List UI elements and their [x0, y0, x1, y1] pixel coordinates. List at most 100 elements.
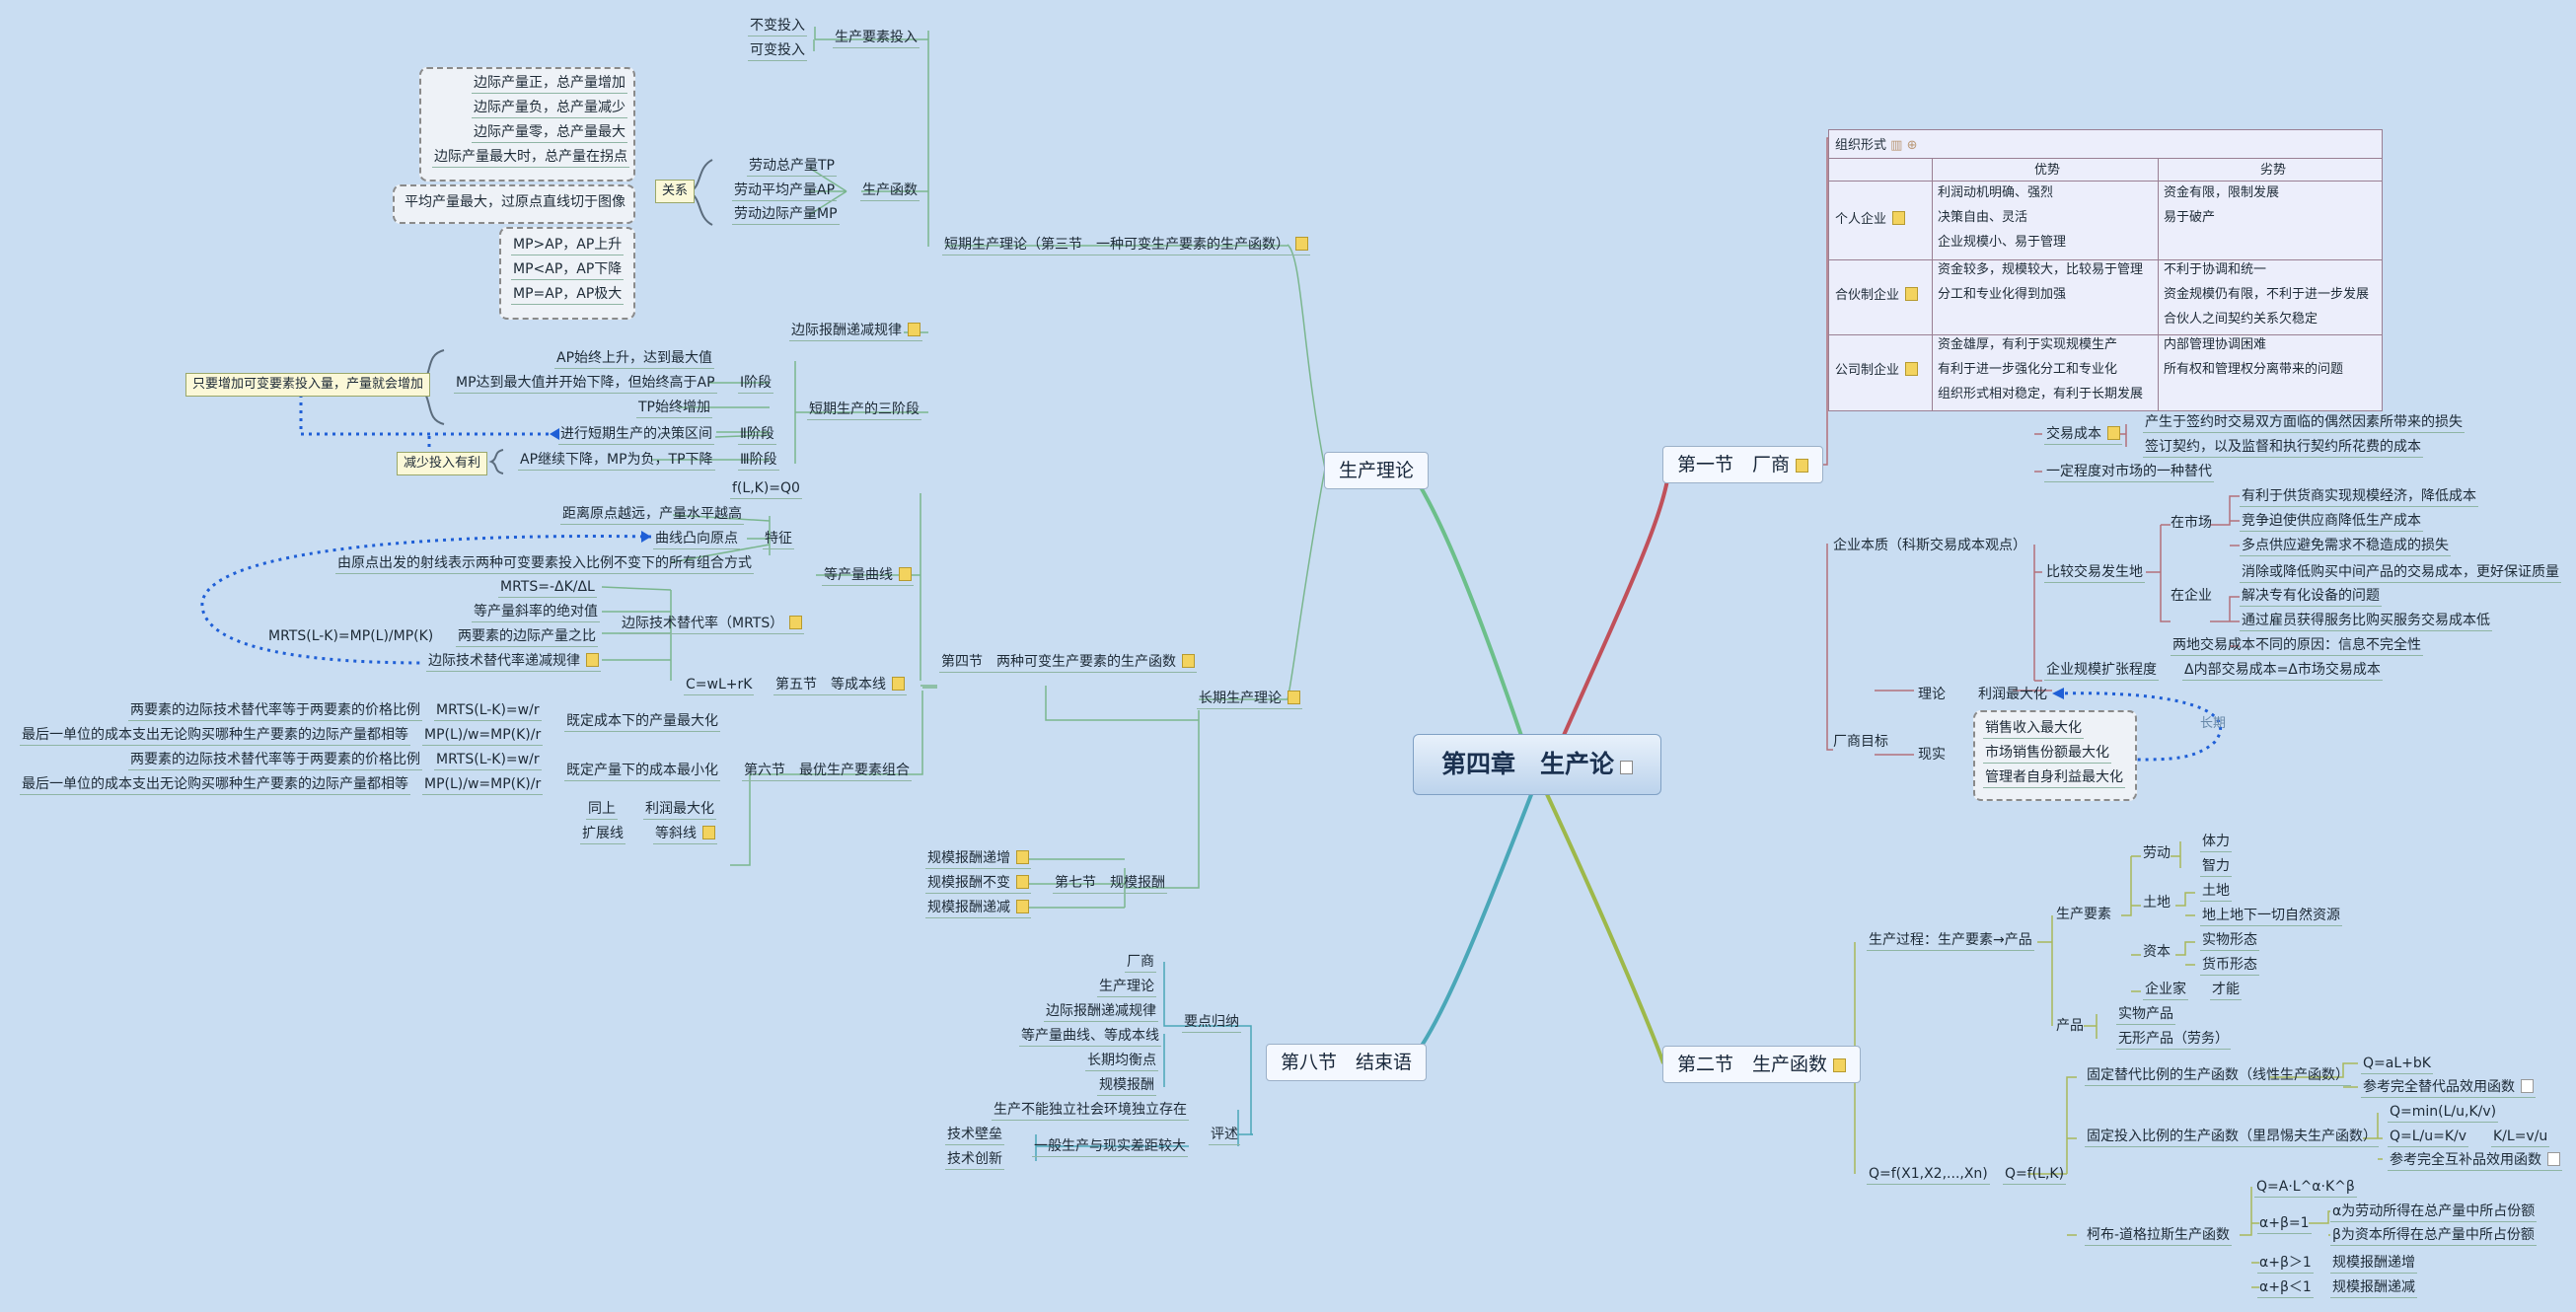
- node[interactable]: 同上: [586, 801, 618, 820]
- node[interactable]: TP始终增加: [636, 400, 712, 418]
- node[interactable]: 土地: [2143, 895, 2171, 911]
- node[interactable]: MP(L)/w=MP(K)/r: [422, 776, 544, 795]
- node[interactable]: 企业本质（科斯交易成本观点）: [1833, 538, 2026, 553]
- node[interactable]: 资本: [2143, 944, 2171, 960]
- node[interactable]: 劳动边际产量MP: [732, 206, 840, 225]
- node[interactable]: 地上地下一切自然资源: [2200, 908, 2342, 926]
- node[interactable]: β为资本所得在总产量中所占份额: [2330, 1227, 2537, 1246]
- node[interactable]: 距离原点越远，产量水平越高: [560, 506, 744, 525]
- node[interactable]: 技术壁垒: [945, 1127, 1004, 1145]
- node[interactable]: 交易成本: [2044, 426, 2122, 445]
- node[interactable]: 短期生产理论（第三节 一种可变生产要素的生产函数）: [942, 237, 1310, 255]
- node[interactable]: Ⅱ阶段: [738, 426, 776, 445]
- node[interactable]: 才能: [2210, 982, 2242, 1000]
- node[interactable]: 劳动平均产量AP: [732, 182, 838, 201]
- node[interactable]: 短期生产的三阶段: [807, 401, 921, 420]
- node[interactable]: AP始终上升，达到最大值: [554, 350, 715, 369]
- node[interactable]: 签订契约，以及监督和执行契约所花费的成本: [2143, 439, 2423, 458]
- node[interactable]: 产生于签约时交易双方面临的偶然因素所带来的损失: [2143, 414, 2465, 433]
- node[interactable]: 规模报酬递增: [925, 850, 1031, 869]
- node[interactable]: MRTS(L-K)=w/r: [434, 702, 542, 721]
- node[interactable]: 体力: [2200, 834, 2232, 852]
- node[interactable]: 生产理论: [1097, 979, 1156, 997]
- note-stage1[interactable]: 只要增加可变要素投入量，产量就会增加: [185, 373, 431, 397]
- node[interactable]: 规模报酬递减: [2330, 1279, 2417, 1298]
- node[interactable]: 边际产量最大时，总产量在拐点: [432, 149, 629, 168]
- node[interactable]: α+β＜1: [2257, 1279, 2314, 1298]
- node[interactable]: 比较交易发生地: [2044, 564, 2145, 583]
- node[interactable]: 实物产品: [2116, 1006, 2175, 1025]
- note-icon[interactable]: [1796, 459, 1809, 473]
- node[interactable]: 市场销售份额最大化: [1983, 745, 2111, 764]
- node[interactable]: 规模报酬不变: [925, 875, 1031, 894]
- node[interactable]: AP继续下降，MP为负，TP下降: [518, 452, 715, 471]
- node[interactable]: 通过雇员获得服务比购买服务交易成本低: [2240, 613, 2492, 631]
- node[interactable]: Q=L/u=K/v: [2388, 1129, 2469, 1147]
- node[interactable]: 规模报酬: [1097, 1077, 1156, 1096]
- node[interactable]: 技术创新: [945, 1151, 1004, 1170]
- node[interactable]: 等产量曲线、等成本线: [1019, 1028, 1161, 1047]
- node[interactable]: 厂商目标: [1833, 734, 1888, 750]
- node[interactable]: f(L,K)=Q0: [730, 480, 802, 499]
- node[interactable]: 第七节 规模报酬: [1053, 875, 1167, 894]
- node[interactable]: 最后一单位的成本支出无论购买哪种生产要素的边际产量都相等: [20, 727, 410, 746]
- node[interactable]: 生产函数: [860, 182, 920, 201]
- node[interactable]: 一般生产与现实差距较大: [1032, 1138, 1188, 1157]
- node[interactable]: Q=aL+bK: [2361, 1056, 2433, 1074]
- central-topic[interactable]: 第四章 生产论: [1413, 734, 1661, 795]
- node[interactable]: 要点归纳: [1182, 1014, 1241, 1033]
- node[interactable]: 生产要素: [2056, 907, 2111, 922]
- node[interactable]: 理论: [1918, 687, 1946, 702]
- node[interactable]: Δ内部交易成本=Δ市场交易成本: [2182, 662, 2383, 681]
- node[interactable]: 在市场: [2171, 515, 2212, 531]
- node[interactable]: 企业规模扩张程度: [2044, 662, 2159, 681]
- node[interactable]: 解决专有化设备的问题: [2240, 588, 2382, 607]
- node[interactable]: 特征: [763, 531, 794, 549]
- branch-section8[interactable]: 第八节 结束语: [1266, 1044, 1428, 1081]
- node[interactable]: 由原点出发的射线表示两种可变要素投入比例不变下的所有组合方式: [335, 555, 754, 574]
- node[interactable]: α+β=1: [2257, 1215, 2312, 1234]
- node[interactable]: 可变投入: [748, 42, 807, 61]
- node[interactable]: 第五节 等成本线: [773, 677, 907, 695]
- node[interactable]: 规模报酬递减: [925, 900, 1031, 918]
- node[interactable]: 两要素的边际技术替代率等于两要素的价格比例: [128, 752, 422, 770]
- node[interactable]: 销售收入最大化: [1983, 720, 2084, 739]
- note-stage3[interactable]: 减少投入有利: [397, 452, 488, 475]
- node[interactable]: 第六节 最优生产要素组合: [742, 763, 912, 781]
- branch-production-theory[interactable]: 生产理论: [1324, 452, 1430, 489]
- branch-section1[interactable]: 第一节 厂商: [1662, 446, 1824, 483]
- node[interactable]: MP>AP，AP上升: [511, 237, 625, 255]
- node[interactable]: 长期均衡点: [1085, 1053, 1158, 1071]
- node[interactable]: 厂商: [1125, 954, 1156, 973]
- node[interactable]: 第四节 两种可变生产要素的生产函数: [939, 654, 1197, 673]
- node[interactable]: 管理者自身利益最大化: [1983, 769, 2125, 788]
- node[interactable]: Q=f(L,K): [2003, 1166, 2067, 1185]
- node[interactable]: 最后一单位的成本支出无论购买哪种生产要素的边际产量都相等: [20, 776, 410, 795]
- node[interactable]: 等产量斜率的绝对值: [472, 604, 600, 622]
- node[interactable]: 规模报酬递增: [2330, 1255, 2417, 1274]
- node[interactable]: 长期生产理论: [1197, 691, 1302, 709]
- branch-section2[interactable]: 第二节 生产函数: [1662, 1046, 1862, 1083]
- node[interactable]: MRTS(L-K)=w/r: [434, 752, 542, 770]
- node[interactable]: α为劳动所得在总产量中所占份额: [2330, 1203, 2538, 1222]
- node[interactable]: MP=AP，AP极大: [511, 286, 625, 305]
- node[interactable]: 货币形态: [2200, 957, 2259, 976]
- node[interactable]: 消除或降低购买中间产品的交易成本，更好保证质量: [2240, 564, 2561, 583]
- node[interactable]: 既定产量下的成本最小化: [564, 763, 720, 781]
- node[interactable]: K/L=v/u: [2491, 1129, 2550, 1147]
- node[interactable]: 进行短期生产的决策区间: [558, 426, 714, 445]
- node[interactable]: 一定程度对市场的一种替代: [2044, 464, 2214, 482]
- node[interactable]: Ⅰ阶段: [738, 375, 774, 394]
- node[interactable]: 劳动总产量TP: [747, 158, 837, 177]
- node[interactable]: MRTS(L-K)=MP(L)/MP(K): [268, 628, 434, 644]
- node[interactable]: Q=min(L/u,K/v): [2388, 1104, 2499, 1123]
- node[interactable]: 土地: [2200, 883, 2232, 902]
- note-icon[interactable]: [1833, 1058, 1847, 1072]
- node[interactable]: 现实: [1918, 747, 1946, 763]
- node[interactable]: 利润最大化: [1978, 687, 2047, 702]
- node[interactable]: 边际产量零，总产量最大: [472, 124, 627, 143]
- node[interactable]: 无形产品（劳务）: [2116, 1031, 2231, 1050]
- node[interactable]: 竞争迫使供应商降低生产成本: [2240, 513, 2423, 532]
- node[interactable]: 边际产量负，总产量减少: [472, 100, 627, 118]
- node[interactable]: 固定替代比例的生产函数（线性生产函数）: [2085, 1067, 2351, 1086]
